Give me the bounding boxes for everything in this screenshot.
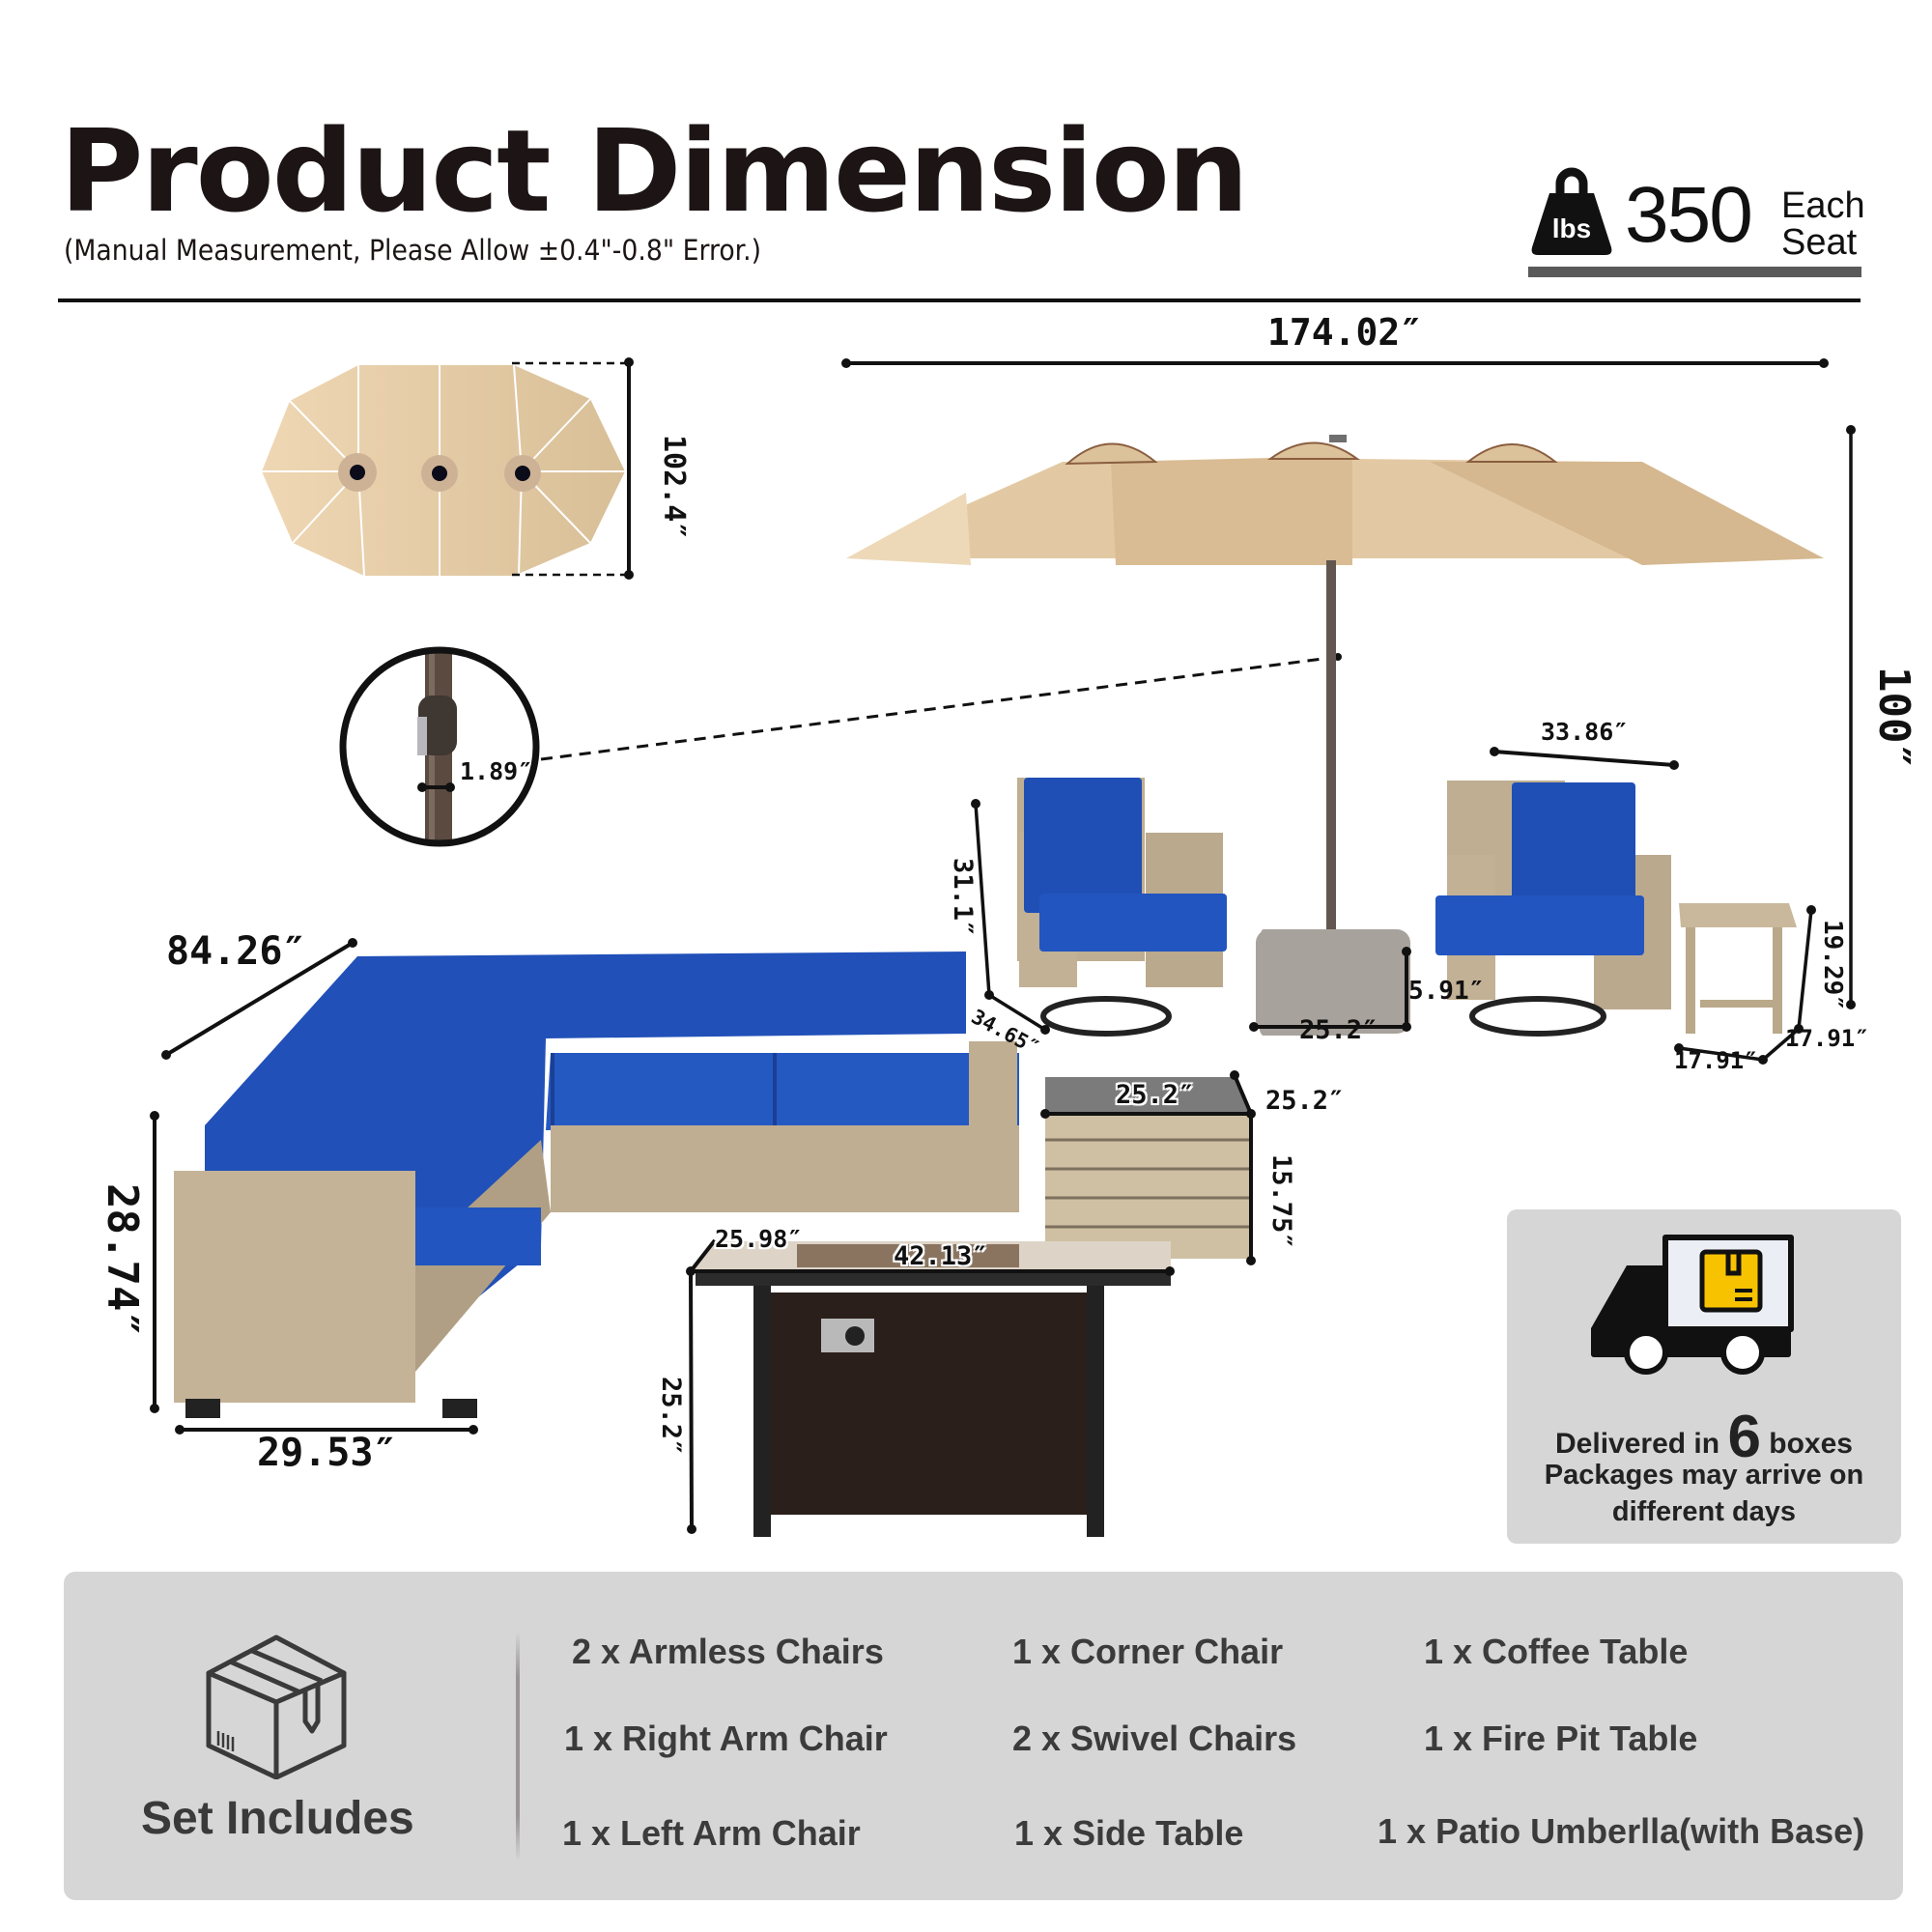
umbrella-base-height-label: 5.91″ xyxy=(1408,977,1485,1006)
set-item: 1 x Corner Chair xyxy=(1012,1632,1284,1671)
measurement-note: (Manual Measurement, Please Allow ±0.4"-… xyxy=(64,234,762,267)
set-item: 1 x Right Arm Chair xyxy=(564,1719,888,1758)
swivel-chair-left xyxy=(971,778,1227,1037)
set-item: 1 x Left Arm Chair xyxy=(562,1813,861,1853)
sectional-height-label: 28.74″ xyxy=(98,1183,147,1337)
umbrella-width-label: 174.02″ xyxy=(1267,311,1423,354)
set-includes-divider xyxy=(516,1632,520,1861)
coffee-table-height-label: 15.75″ xyxy=(1266,1154,1296,1249)
delivery-truck-icon xyxy=(1591,1235,1794,1375)
header-divider xyxy=(58,298,1861,302)
package-box-icon xyxy=(206,1634,347,1779)
badge-underline xyxy=(1528,267,1861,277)
coffee-table-width-label: 25.2″ xyxy=(1116,1080,1195,1110)
set-item: 1 x Side Table xyxy=(1014,1813,1244,1853)
umbrella-base-width-label: 25.2″ xyxy=(1299,1015,1378,1045)
fire-pit-table xyxy=(686,1238,1175,1537)
delivery-note: Packages may arrive on different days xyxy=(1544,1460,1864,1527)
set-item: 1 x Patio Umberlla(with Base) xyxy=(1378,1811,1865,1851)
pole-detail-magnifier xyxy=(339,646,1342,847)
set-item: 2 x Swivel Chairs xyxy=(1012,1719,1297,1758)
fire-pit-width-label: 42.13″ xyxy=(894,1241,988,1271)
delivery-box-count: Delivered in 6 boxes xyxy=(1555,1404,1853,1470)
double-umbrella xyxy=(841,358,1856,1036)
svg-text:lbs: lbs xyxy=(1552,213,1591,243)
fire-pit-height-label: 25.2″ xyxy=(656,1377,686,1456)
weight-capacity-badge: lbs 350 Each Seat xyxy=(1528,162,1865,280)
set-item: 1 x Coffee Table xyxy=(1424,1632,1689,1671)
sectional-length-label: 84.26″ xyxy=(166,929,306,974)
swivel-chair-width-label: 33.86″ xyxy=(1541,718,1629,746)
page-title: Product Dimension xyxy=(60,104,1249,238)
sectional-seat-width-label: 29.53″ xyxy=(257,1431,397,1475)
delivery-info-card: Delivered in 6 boxes Packages may arrive… xyxy=(1507,1209,1901,1544)
sectional-sofa xyxy=(150,938,1019,1435)
umbrella-top-view xyxy=(262,357,634,580)
fire-pit-depth-label: 25.98″ xyxy=(715,1225,803,1253)
side-table-depth-label: 17.91″ xyxy=(1785,1025,1869,1052)
set-item: 1 x Fire Pit Table xyxy=(1424,1719,1698,1758)
side-table-width-label: 17.91″ xyxy=(1674,1047,1758,1074)
swivel-chair-height-label: 31.1″ xyxy=(948,858,978,937)
side-table-height-label: 19.29″ xyxy=(1818,920,1847,1010)
side-table xyxy=(1674,903,1816,1065)
weight-label: Each Seat xyxy=(1781,185,1865,263)
umbrella-height-label: 100″ xyxy=(1869,667,1918,769)
swivel-chair-right xyxy=(1435,747,1679,1037)
umbrella-top-depth-label: 102.4″ xyxy=(657,435,691,540)
weight-value: 350 xyxy=(1625,171,1753,259)
set-includes-panel: Set Includes 2 x Armless Chairs 1 x Corn… xyxy=(64,1572,1903,1900)
coffee-table xyxy=(1040,1070,1256,1265)
set-includes-label: Set Includes xyxy=(141,1793,414,1844)
pole-diameter-label: 1.89″ xyxy=(460,757,533,785)
coffee-table-depth-label: 25.2″ xyxy=(1265,1086,1345,1116)
set-item: 2 x Armless Chairs xyxy=(572,1632,884,1671)
weight-icon: lbs xyxy=(1531,167,1612,255)
